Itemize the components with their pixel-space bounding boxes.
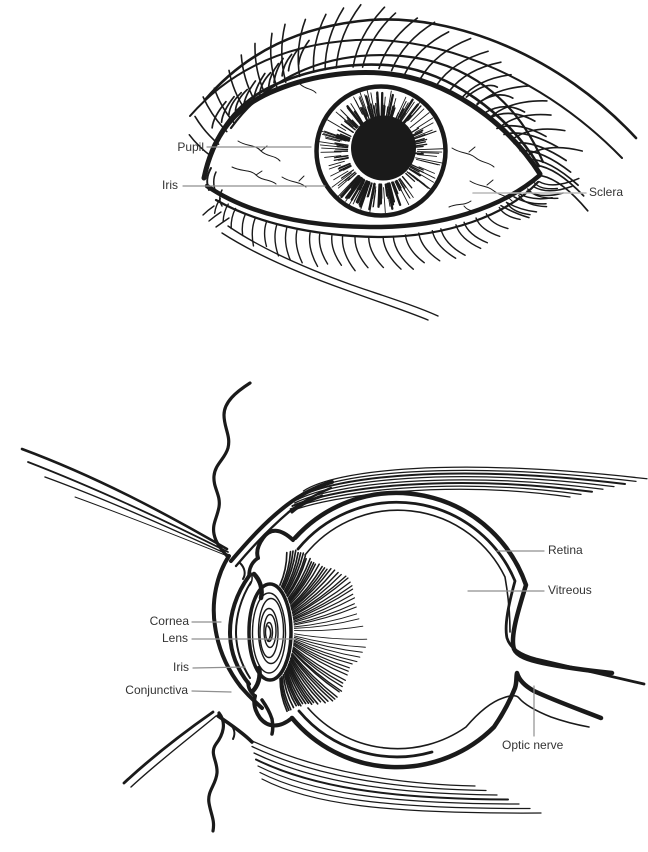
upper-eyelashes [188,3,584,158]
label-retina: Retina [548,543,583,557]
sclera-outline-lower [289,670,604,770]
label-optic-nerve: Optic nerve [502,738,564,752]
iris-section-leader-line [192,666,246,669]
label-vitreous: Vitreous [548,583,592,597]
label-lens: Lens [161,631,188,645]
optic-nerve-inner-line [307,694,590,750]
eyebrow [189,18,638,159]
iris-rim [314,84,448,218]
label-iris-front: Iris [162,178,178,192]
label-conjunctiva: Conjunctiva [125,683,188,697]
cornea-outline [228,574,251,686]
label-iris-section: Iris [173,660,189,674]
label-pupil: Pupil [177,140,204,154]
pupil-shape [351,115,416,181]
lens-shape [247,582,293,682]
iris-texture [319,89,444,214]
label-cornea: Cornea [149,614,189,628]
front-eye-illustration [182,3,638,321]
retina-outline [304,509,511,633]
label-sclera: Sclera [589,185,624,199]
iris-flap-lower [249,665,262,695]
ciliary-body-texture [279,549,368,713]
lids-and-profile [20,381,334,833]
superior-muscle-fibers [287,466,648,513]
medial-eyelashes [202,205,230,228]
lower-eyelashes [213,182,559,272]
choroid-outline [296,500,646,686]
sclera-outline [292,490,615,676]
lateral-eyelashes [465,84,589,219]
globe-walls [289,490,646,770]
caruncle [206,167,212,191]
conjunctiva-leader-line [191,690,232,693]
conjunctiva-outline [211,554,264,710]
inferior-muscle-fibers [249,739,542,814]
cross-section-illustration [20,381,648,833]
anterior-segment [211,528,295,736]
iris-flap-upper [251,571,264,601]
